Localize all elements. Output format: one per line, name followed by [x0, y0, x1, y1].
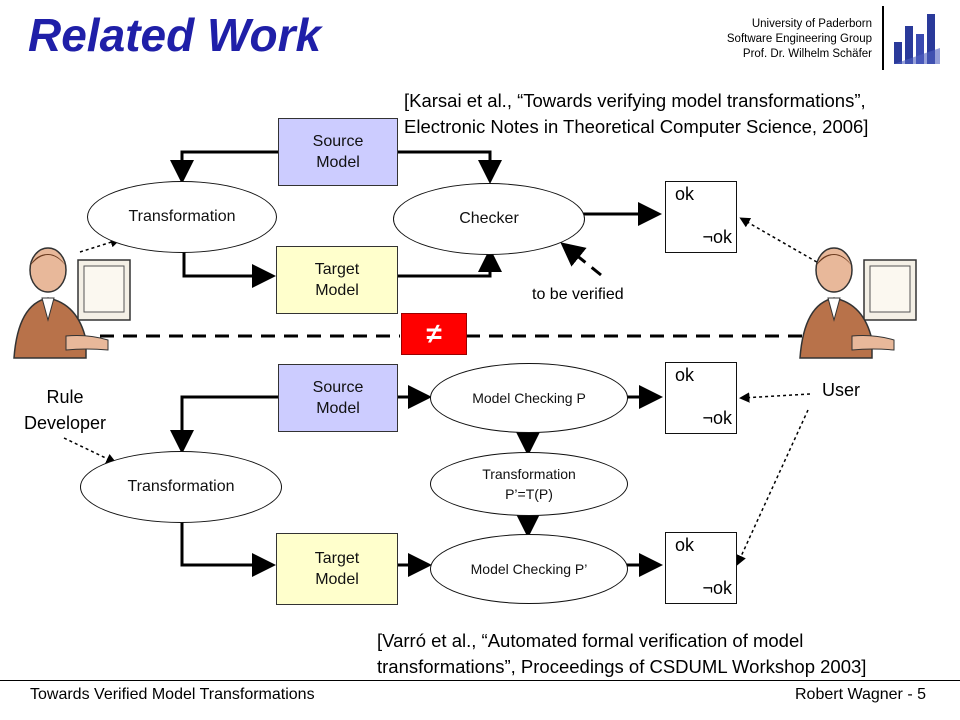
reference-varro-line2: transformations”, Proceedings of CSDUML …	[377, 656, 867, 677]
rule-developer-person-icon	[13, 247, 131, 359]
header-divider	[882, 6, 884, 70]
model-checking-p-ellipse: Model Checking P	[430, 363, 628, 433]
top-not-ok-label: ¬ok	[702, 227, 732, 247]
bottom-ok-label-2: ok	[675, 535, 695, 555]
university-logo-icon	[894, 14, 940, 64]
reference-varro-line1: [Varró et al., “Automated formal verific…	[377, 630, 804, 651]
transformation-p-ellipse: Transformation P’=T(P)	[430, 452, 628, 516]
model-checking-p2-label: Model Checking P’	[470, 561, 588, 577]
to-be-verified-label: to be verified	[532, 286, 624, 303]
not-equal-badge: ≠	[401, 313, 467, 355]
reference-karsai: [Karsai et al., “Towards verifying model…	[404, 88, 868, 140]
bottom-target-model-box: Target Model	[276, 533, 398, 605]
reference-karsai-line2: Electronic Notes in Theoretical Computer…	[404, 116, 869, 137]
top-ok-result-box: ok ¬ok	[665, 181, 737, 253]
bottom-transformation-label: Transformation	[127, 478, 235, 495]
model-checking-p2-ellipse: Model Checking P’	[430, 534, 628, 604]
top-source-model-label: Source Model	[312, 133, 364, 171]
checker-ellipse: Checker	[393, 183, 585, 255]
footer-divider	[0, 680, 960, 681]
top-transformation-ellipse: Transformation	[87, 181, 277, 253]
footer-title: Towards Verified Model Transformations	[30, 686, 315, 703]
rule-developer-label: Rule Developer	[10, 384, 120, 436]
model-checking-p-label: Model Checking P	[472, 390, 586, 406]
bottom-not-ok-label-2: ¬ok	[702, 578, 732, 598]
bottom-ok-label-1: ok	[675, 365, 695, 385]
top-transformation-label: Transformation	[128, 208, 236, 225]
bottom-source-model-box: Source Model	[278, 364, 398, 432]
top-source-model-box: Source Model	[278, 118, 398, 186]
bottom-target-model-label: Target Model	[314, 550, 360, 588]
university-info: University of Paderborn Software Enginee…	[727, 17, 872, 62]
top-ok-label: ok	[675, 184, 695, 204]
bottom-ok-result-box-1: ok ¬ok	[665, 362, 737, 434]
rule-developer-text: Rule Developer	[23, 387, 107, 433]
bottom-ok-result-box-2: ok ¬ok	[665, 532, 737, 604]
bottom-not-ok-label-1: ¬ok	[702, 408, 732, 428]
slide-title: Related Work	[28, 9, 322, 61]
professor-name: Prof. Dr. Wilhelm Schäfer	[742, 48, 872, 60]
university-name: University of Paderborn	[751, 18, 872, 30]
bottom-source-model-label: Source Model	[312, 379, 364, 417]
top-target-model-label: Target Model	[314, 261, 360, 299]
user-person-icon	[799, 247, 917, 359]
transformation-p-label: Transformation P’=T(P)	[482, 466, 576, 502]
checker-label: Checker	[459, 210, 519, 227]
footer-author-page: Robert Wagner - 5	[794, 686, 926, 703]
bottom-transformation-ellipse: Transformation	[80, 451, 282, 523]
top-target-model-box: Target Model	[276, 246, 398, 314]
group-name: Software Engineering Group	[726, 33, 872, 45]
reference-varro: [Varró et al., “Automated formal verific…	[377, 628, 866, 680]
reference-karsai-line1: [Karsai et al., “Towards verifying model…	[404, 90, 866, 111]
user-label: User	[822, 380, 861, 400]
